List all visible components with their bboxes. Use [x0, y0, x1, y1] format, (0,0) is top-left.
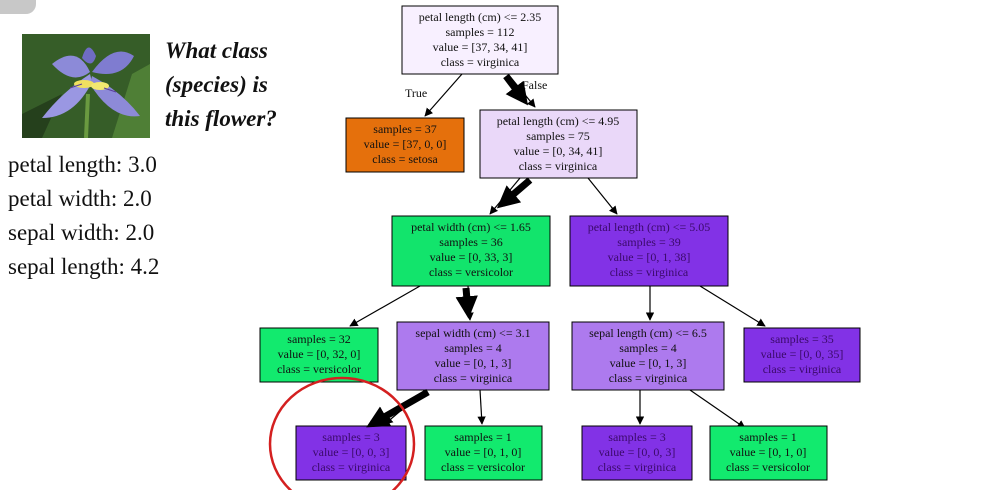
edge-node6-leaf1a	[477, 389, 486, 425]
node-box	[709, 425, 828, 481]
node-box	[424, 425, 543, 481]
edge-node7-leaf1b	[689, 389, 746, 429]
node-box	[571, 321, 725, 391]
node-line: value = [37, 0, 0]	[364, 137, 447, 151]
node-box	[259, 327, 379, 383]
node-box	[581, 425, 693, 481]
node-line: value = [0, 34, 41]	[514, 144, 603, 158]
path-arrow-node2-to-node3	[496, 177, 533, 209]
node-line: value = [0, 0, 35]	[761, 347, 844, 361]
node-versicolor-leaf-1b: samples = 1 value = [0, 1, 0] class = ve…	[709, 425, 828, 481]
node-line: class = virginica	[312, 460, 391, 474]
prediction-circle	[268, 376, 416, 490]
node-virginica-leaf-3a: samples = 3 value = [0, 0, 3] class = vi…	[295, 425, 407, 481]
node-line: samples = 39	[617, 235, 680, 249]
node-line: samples = 3	[608, 430, 665, 444]
question-line: What class	[165, 38, 268, 63]
decision-path	[366, 73, 533, 428]
node-line: class = virginica	[598, 460, 677, 474]
node-line: class = versicolor	[429, 265, 513, 279]
node-box	[569, 215, 729, 287]
node-line: class = virginica	[519, 159, 598, 173]
node-line: samples = 4	[444, 341, 501, 355]
node-line: sepal width (cm) <= 3.1	[415, 326, 530, 340]
path-arrow-node3-to-node6	[455, 287, 478, 319]
node-setosa-leaf: samples = 37 value = [37, 0, 0] class = …	[345, 117, 465, 173]
node-line: petal length (cm) <= 5.05	[588, 220, 711, 234]
tree-nodes: petal length (cm) <= 2.35 samples = 112 …	[259, 5, 861, 481]
node-virginica-leaf-35: samples = 35 value = [0, 0, 35] class = …	[743, 327, 861, 383]
node-line: samples = 37	[373, 122, 436, 136]
node-line: class = virginica	[610, 265, 689, 279]
node-line: class = setosa	[372, 152, 438, 166]
edge-root-setosa	[424, 73, 463, 117]
edge-label-true: True	[405, 86, 427, 100]
node-line: samples = 75	[526, 129, 589, 143]
node-sepal-length-6-5: sepal length (cm) <= 6.5 samples = 4 val…	[571, 321, 725, 391]
node-line: class = virginica	[609, 371, 688, 385]
question-line: this flower?	[165, 106, 277, 131]
corner-tab	[0, 0, 36, 14]
node-line: samples = 4	[619, 341, 676, 355]
path-arrow-node6-to-leaf3a	[366, 388, 430, 428]
node-line: value = [0, 0, 3]	[599, 445, 676, 459]
node-line: petal length (cm) <= 4.95	[497, 114, 620, 128]
node-line: class = virginica	[763, 362, 842, 376]
node-box	[479, 109, 638, 179]
node-line: samples = 35	[770, 332, 833, 346]
node-line: petal length (cm) <= 2.35	[419, 10, 542, 24]
node-line: value = [0, 0, 3]	[313, 445, 390, 459]
node-line: samples = 112	[446, 25, 515, 39]
node-line: samples = 1	[454, 430, 511, 444]
iris-flower-image	[22, 34, 150, 138]
path-arrow-root-to-node2	[503, 73, 529, 106]
feature-petal-length: petal length: 3.0	[8, 152, 157, 177]
node-sepal-width-3-1: sepal width (cm) <= 3.1 samples = 4 valu…	[396, 321, 550, 391]
node-box	[396, 321, 550, 391]
node-petal-length-5-05: petal length (cm) <= 5.05 samples = 39 v…	[569, 215, 729, 287]
node-line: samples = 36	[439, 235, 502, 249]
node-line: petal width (cm) <= 1.65	[411, 220, 531, 234]
node-box	[743, 327, 861, 383]
node-line: value = [37, 34, 41]	[433, 40, 528, 54]
question-line: (species) is	[165, 72, 268, 97]
node-box	[401, 5, 559, 75]
edge-node4-leaf35	[699, 285, 766, 327]
node-box	[345, 117, 465, 173]
node-line: samples = 32	[287, 332, 350, 346]
node-line: samples = 3	[322, 430, 379, 444]
node-line: value = [0, 1, 0]	[730, 445, 807, 459]
feature-list: petal length: 3.0 petal width: 2.0 sepal…	[8, 148, 159, 284]
node-versicolor-leaf-32: samples = 32 value = [0, 32, 0] class = …	[259, 327, 379, 383]
node-versicolor-leaf-1a: samples = 1 value = [0, 1, 0] class = ve…	[424, 425, 543, 481]
node-line: value = [0, 1, 3]	[610, 356, 687, 370]
node-line: value = [0, 32, 0]	[278, 347, 361, 361]
node-root: petal length (cm) <= 2.35 samples = 112 …	[401, 5, 559, 75]
node-line: class = versicolor	[441, 460, 525, 474]
feature-sepal-width: sepal width: 2.0	[8, 220, 155, 245]
node-box	[295, 425, 407, 481]
node-line: value = [0, 1, 0]	[445, 445, 522, 459]
node-line: sepal length (cm) <= 6.5	[589, 326, 707, 340]
node-line: value = [0, 1, 3]	[435, 356, 512, 370]
node-box	[391, 215, 551, 287]
node-line: class = virginica	[441, 55, 520, 69]
feature-petal-width: petal width: 2.0	[8, 186, 152, 211]
question-text: What class (species) is this flower?	[165, 34, 315, 136]
edge-node2-node4	[587, 177, 618, 215]
feature-sepal-length: sepal length: 4.2	[8, 254, 160, 279]
node-petal-width-1-65: petal width (cm) <= 1.65 samples = 36 va…	[391, 215, 551, 287]
edge-node3-leaf32	[349, 285, 421, 327]
edge-label-false: False	[522, 78, 547, 92]
node-line: class = versicolor	[277, 362, 361, 376]
node-petal-length-4-95: petal length (cm) <= 4.95 samples = 75 v…	[479, 109, 638, 179]
node-line: class = versicolor	[726, 460, 810, 474]
node-line: samples = 1	[739, 430, 796, 444]
node-line: value = [0, 33, 3]	[430, 250, 513, 264]
node-virginica-leaf-3b: samples = 3 value = [0, 0, 3] class = vi…	[581, 425, 693, 481]
node-line: value = [0, 1, 38]	[608, 250, 691, 264]
node-line: class = virginica	[434, 371, 513, 385]
